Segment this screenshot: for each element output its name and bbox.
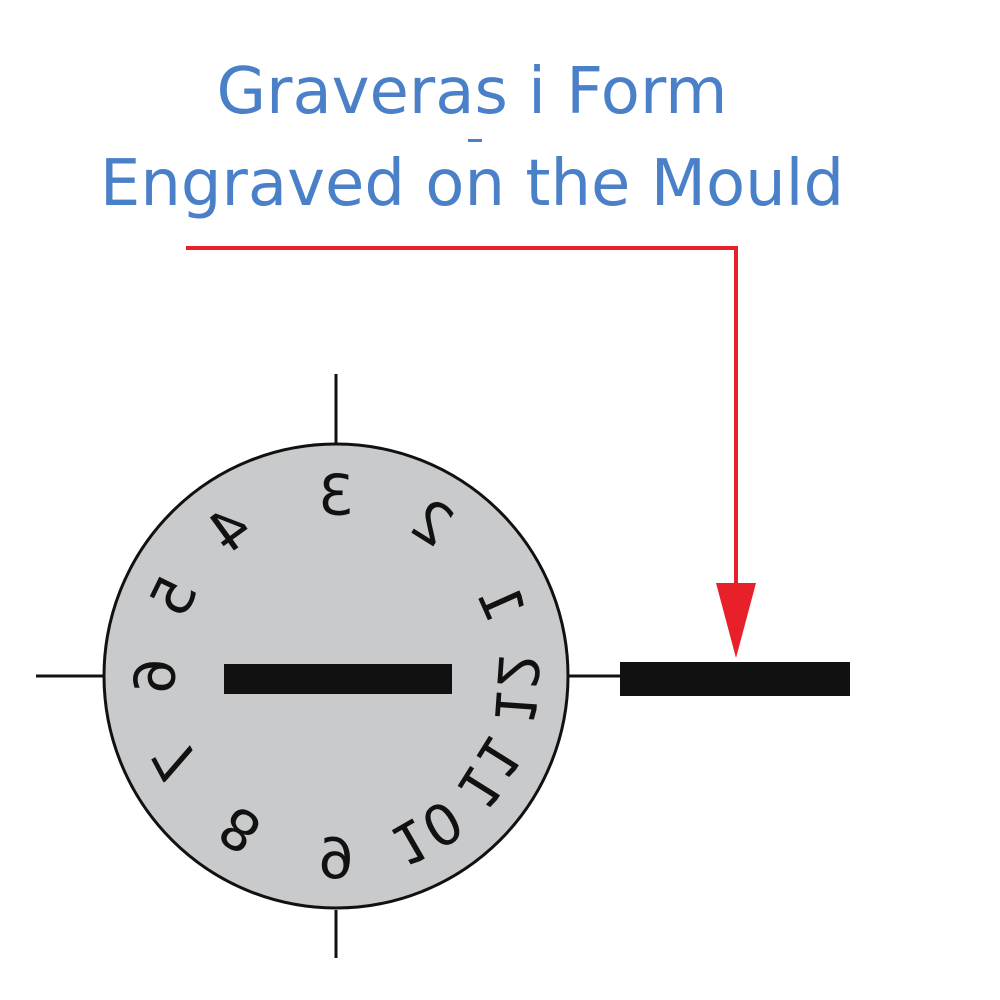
- title-separator: [468, 139, 482, 142]
- dial-number-9: 9: [318, 824, 354, 889]
- dial-number-3: 3: [318, 464, 354, 529]
- dial-pointer: [224, 664, 452, 694]
- callout-arrowhead: [716, 583, 756, 658]
- dial-number-12: 12: [481, 651, 551, 727]
- title-line-swedish: Graveras i Form: [216, 55, 728, 129]
- dial-number-6: 6: [124, 658, 189, 694]
- callout-arrow-line: [186, 246, 738, 600]
- mould-surface-bar: [620, 662, 850, 696]
- title-line-english: Engraved on the Mould: [99, 147, 845, 221]
